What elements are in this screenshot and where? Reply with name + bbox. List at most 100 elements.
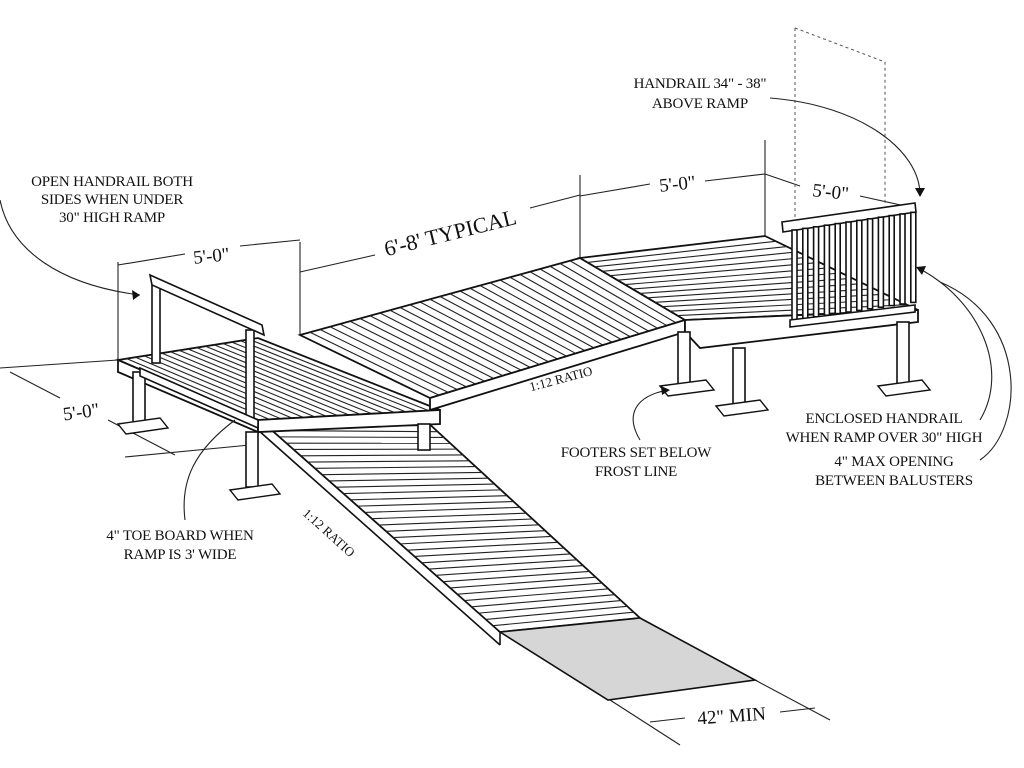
deck-slat [443, 570, 590, 583]
label-open-handrail-line1: OPEN HANDRAIL BOTH [31, 174, 193, 190]
label-open-handrail-line3: 30" HIGH RAMP [59, 210, 165, 226]
label-footers-line1: FOOTERS SET BELOW [561, 445, 713, 461]
ratio-lower-ramp: 1:12 RATIO [300, 505, 358, 559]
deck-slat [322, 471, 482, 476]
label-open-handrail-line2: SIDES WHEN UNDER [41, 192, 184, 208]
deck-slat [509, 276, 622, 340]
deck-slat [196, 347, 361, 415]
deck-slat [314, 466, 476, 469]
deck-slat [479, 285, 595, 349]
label-enclosed-handrail-line1: ENCLOSED HANDRAIL [805, 411, 962, 427]
deck-slat [386, 524, 539, 532]
baluster [791, 229, 798, 321]
annotation-labels: HANDRAIL 34" - 38" ABOVE RAMP OPEN HANDR… [31, 76, 983, 563]
deck-slat [336, 483, 495, 488]
deck-slat [378, 518, 533, 526]
deck-slat [421, 553, 571, 564]
bottom-landing-pad [497, 617, 758, 701]
label-footers-line2: FROST LINE [595, 464, 677, 480]
baluster [855, 219, 863, 312]
deck-slat [409, 304, 531, 368]
right-landing [577, 235, 919, 349]
deck-slat [435, 565, 584, 576]
deck-slat [457, 582, 603, 595]
deck-slat [617, 261, 820, 281]
deck-slat [459, 290, 576, 354]
deck-slat [389, 309, 513, 374]
baluster [801, 227, 809, 320]
deck-slat [349, 320, 476, 385]
deck-slat [300, 454, 463, 457]
deck-slat [329, 326, 458, 391]
dim-middle-run: 6'-8' TYPICAL [382, 204, 519, 261]
label-toe-board-line1: 4" TOE BOARD WHEN [106, 528, 254, 544]
deck-slat [449, 293, 567, 357]
deck-slat [549, 265, 658, 329]
deck-slat [478, 599, 622, 614]
deck-slat [439, 296, 558, 360]
deck-slat [359, 318, 485, 382]
deck-slat [469, 287, 586, 352]
label-handrail-height-line1: HANDRAIL 34" - 38" [634, 76, 767, 92]
deck-slat [471, 594, 615, 608]
deck-slat [400, 535, 552, 545]
deck-slat [240, 340, 418, 412]
deck-slat [393, 530, 546, 539]
label-toe-board-line2: RAMP IS 3' WIDE [124, 547, 237, 563]
enclosed-handrail [781, 202, 917, 328]
deck-slat [529, 271, 640, 335]
deck-slat [309, 331, 440, 396]
deck-slat [428, 559, 577, 570]
baluster [909, 211, 917, 304]
deck-slat [357, 500, 514, 507]
deck-slat [464, 588, 609, 602]
deck-slat [429, 298, 549, 363]
deck-slat [144, 355, 293, 419]
deck-slat [379, 312, 504, 377]
dim-right-run: 5'-0" [658, 172, 697, 197]
deck-slat [319, 329, 449, 393]
deck-slat [559, 263, 668, 327]
deck-slat [371, 512, 527, 520]
dim-left-landing-width: 5'-0" [192, 244, 231, 269]
deck-slat [205, 345, 372, 415]
deck-slat [414, 547, 565, 558]
deck-slat [489, 282, 604, 346]
posts [116, 321, 932, 501]
deck-slat [492, 611, 634, 627]
deck-slat [152, 353, 304, 419]
deck-slat [307, 460, 470, 463]
dim-ramp-width: 42" MIN [697, 704, 767, 730]
deck-slat [343, 489, 501, 495]
deck-slat [587, 240, 776, 263]
deck-slat [602, 251, 798, 272]
deck-slat [399, 307, 522, 371]
dim-right-landing: 5'-0" [811, 180, 850, 205]
label-handrail-height-line2: ABOVE RAMP [652, 96, 748, 112]
deck-slat [231, 341, 407, 413]
deck-slat [407, 541, 558, 551]
deck-slat [569, 260, 677, 324]
deck-slat [419, 301, 540, 366]
baluster [812, 226, 820, 318]
baluster [877, 216, 885, 308]
deck-slat [499, 279, 613, 343]
deck-slat [519, 274, 631, 338]
baluster [866, 218, 874, 310]
deck-slat [187, 348, 350, 416]
deck-slat [594, 246, 787, 268]
dimension-lines [0, 27, 906, 746]
deck-slat [179, 349, 338, 417]
deck-slat [609, 256, 809, 277]
leader-arrows [0, 97, 1012, 521]
deck-slat [249, 338, 429, 412]
baluster [845, 221, 852, 313]
open-handrail [139, 273, 266, 430]
baluster [899, 213, 906, 305]
deck-slat [485, 605, 628, 620]
label-baluster-opening-line1: 4" MAX OPENING [834, 454, 954, 470]
deck-slat [450, 576, 596, 589]
deck-slat [214, 344, 384, 414]
deck-slat [369, 315, 494, 379]
